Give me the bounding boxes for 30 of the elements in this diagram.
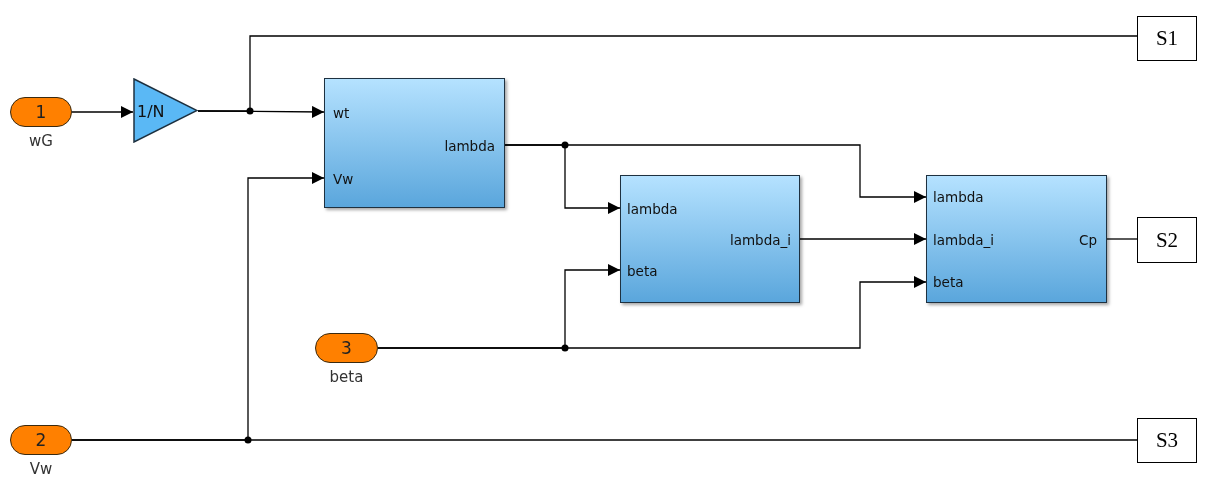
port-label: lambda xyxy=(444,138,495,154)
signal-line xyxy=(377,276,927,349)
port-name: wG xyxy=(29,132,53,150)
port-label: lambda xyxy=(933,189,984,205)
input-port: 3 xyxy=(315,333,378,363)
port-label: wt xyxy=(333,105,350,121)
signal-line xyxy=(799,233,927,245)
signal-line xyxy=(71,439,1138,441)
signal-line xyxy=(197,35,1138,112)
port-label: beta xyxy=(933,274,964,290)
signal-line xyxy=(1106,238,1138,240)
signal-line xyxy=(504,144,927,203)
port-label: Vw xyxy=(333,171,354,187)
port-label: lambda_i xyxy=(729,232,791,248)
port-label: beta xyxy=(627,263,658,279)
port-label: lambda_i xyxy=(933,232,995,248)
output-box: S3 xyxy=(1137,418,1197,463)
output-box: S2 xyxy=(1137,217,1197,263)
port-label: lambda xyxy=(627,201,678,217)
subsystem-block xyxy=(926,175,1107,303)
gain-label: 1/N xyxy=(137,101,165,120)
input-port: 2 xyxy=(10,425,72,455)
signal-line xyxy=(71,106,134,118)
port-name: beta xyxy=(329,368,364,386)
input-port: 1 xyxy=(10,97,72,127)
subsystem-block xyxy=(324,78,505,208)
port-label: Cp xyxy=(1079,232,1097,248)
port-name: Vw xyxy=(29,460,53,478)
subsystem-block xyxy=(620,175,800,303)
output-box: S1 xyxy=(1137,16,1197,61)
